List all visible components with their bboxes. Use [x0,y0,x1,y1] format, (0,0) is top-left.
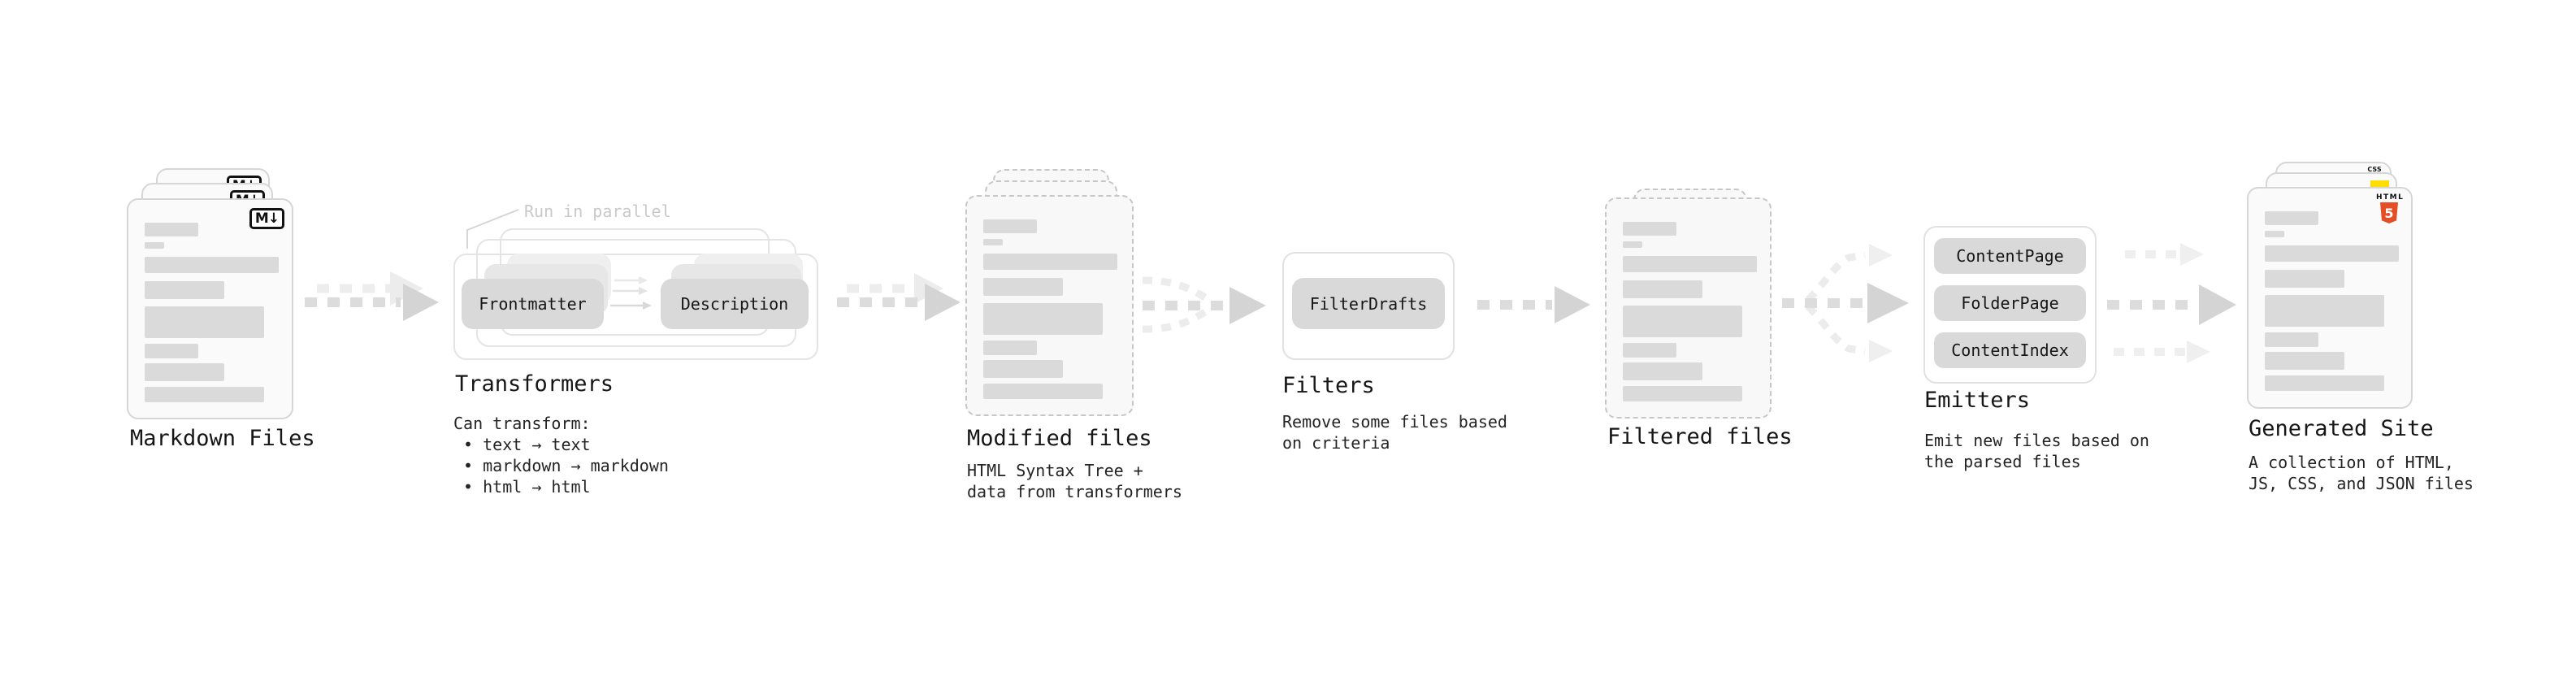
generated-site-note: A collection of HTML, [2249,453,2454,472]
filterdrafts-pill: FilterDrafts [1292,278,1445,329]
arrow-markdown-to-transformers [305,271,439,321]
stage-title-generated-site: Generated Site [2249,416,2434,441]
emitters-note: the parsed files [1924,452,2081,471]
transformers-note: • text → text [453,435,591,454]
filters-note: on criteria [1282,433,1390,453]
skeleton-line [145,242,164,249]
skeleton-line [145,387,264,402]
transformers-note: • html → html [453,477,591,497]
skeleton-line [983,384,1103,399]
skeleton-line [983,360,1063,378]
transformer-box-front [453,254,818,360]
transformers-note: Can transform: [453,414,591,433]
skeleton-line [983,340,1037,355]
skeleton-line [1623,256,1757,272]
skeleton-line [1623,362,1702,380]
skeleton-line [2265,375,2384,391]
skeleton-line [2265,352,2344,370]
stage-title-transformers: Transformers [455,371,614,397]
skeleton-line [1623,241,1642,248]
skeleton-line [145,281,224,299]
stage-title-emitters: Emitters [1924,388,2031,413]
skeleton-line [983,219,1037,233]
arrow-filters-to-filtered [1477,286,1590,323]
skeleton-line [2265,270,2344,288]
skeleton-line [983,278,1063,296]
stage-title-filters: Filters [1282,373,1375,398]
skeleton-line [145,223,198,236]
arrow-modified-to-filters [1142,276,1266,333]
doc-page-front [965,195,1134,416]
contentindex-pill: ContentIndex [1934,332,2086,368]
markdown-icon: M↓ [249,208,284,229]
skeleton-line [2265,295,2384,327]
skeleton-line [2265,211,2318,225]
skeleton-line [145,344,198,358]
skeleton-line [983,303,1103,335]
transformers-note: • markdown → markdown [453,456,669,475]
contentpage-pill: ContentPage [1934,238,2086,274]
skeleton-line [145,257,279,273]
modified-files-note: data from transformers [967,482,1182,501]
skeleton-line [983,239,1003,245]
generated-site-note: JS, CSS, and JSON files [2249,474,2474,493]
doc-page-front: HTML 5 [2247,187,2413,409]
css-icon-label: CSS [2367,166,2382,173]
transform-step-arrows [610,276,652,310]
skeleton-line [1623,280,1702,298]
html5-icon: HTML 5 [2376,193,2405,223]
stage-title-modified-files: Modified files [967,426,1152,451]
stage-title-markdown-files: Markdown Files [130,426,315,451]
description-pill: Description [661,279,809,329]
doc-page-front: M↓ [127,198,293,419]
arrow-transformers-to-modified [837,273,961,321]
run-in-parallel-label: Run in parallel [524,202,671,221]
skeleton-line [2265,245,2399,262]
arrow-emitters-to-site [2107,243,2236,363]
html5-icon-label: HTML [2376,193,2405,202]
modified-files-note: HTML Syntax Tree + [967,461,1143,480]
stage-title-filtered-files: Filtered files [1607,424,1793,449]
skeleton-line [145,306,264,338]
frontmatter-pill: Frontmatter [462,279,604,329]
doc-page-front [1605,197,1772,419]
arrow-filtered-to-emitters [1782,244,1909,362]
folderpage-pill: FolderPage [1934,285,2086,321]
skeleton-line [1623,306,1742,337]
emitters-note: Emit new files based on [1924,431,2149,450]
skeleton-line [2265,231,2284,237]
skeleton-line [983,254,1117,270]
skeleton-line [145,363,224,381]
annotation-leader-line [466,209,519,249]
skeleton-line [1623,343,1676,358]
filters-note: Remove some files based [1282,412,1507,432]
skeleton-line [1623,386,1742,401]
html5-icon-shield: 5 [2380,202,2398,223]
skeleton-line [1623,222,1676,236]
skeleton-line [2265,332,2318,347]
